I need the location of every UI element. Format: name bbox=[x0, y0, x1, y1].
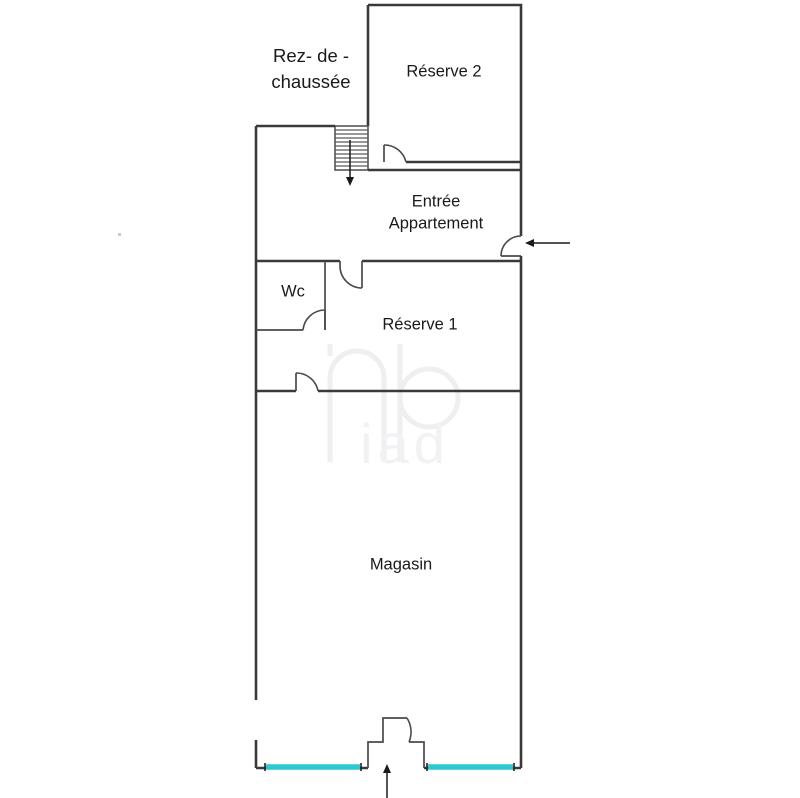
shopfront-vestibule-left-step bbox=[367, 717, 407, 768]
room-magasin: Magasin bbox=[254, 372, 523, 768]
side-entrance-arrow-head bbox=[525, 239, 534, 247]
watermark-o-glyph bbox=[397, 344, 461, 462]
front-entrance-arrow-head bbox=[383, 764, 391, 773]
room-reserve2: Réserve 2 bbox=[366, 3, 523, 164]
door-entree-side bbox=[500, 235, 522, 257]
room-wc: Wc bbox=[256, 261, 326, 331]
door-shopfront bbox=[406, 717, 412, 743]
image-speck bbox=[118, 233, 121, 236]
shopfront-window-left-caps bbox=[264, 763, 362, 771]
shopfront-window-right-caps bbox=[426, 763, 515, 771]
room-label-magasin: Magasin bbox=[370, 555, 432, 573]
room-label-reserve1: Réserve 1 bbox=[382, 315, 457, 333]
door-wc bbox=[302, 309, 326, 331]
stair-direction-arrow bbox=[346, 177, 354, 186]
watermark-n-glyph bbox=[327, 348, 387, 462]
room-label-reserve2: Réserve 2 bbox=[406, 62, 481, 80]
door-reserve2 bbox=[383, 144, 407, 163]
staircase-down bbox=[334, 125, 369, 186]
room-label-wc: Wc bbox=[281, 282, 305, 300]
room-reserve1: Réserve 1 bbox=[254, 259, 523, 391]
watermark-wordmark: iad bbox=[360, 412, 450, 475]
iad-watermark: iad bbox=[327, 344, 461, 475]
door-reserve1-top-arc bbox=[339, 265, 363, 289]
room-entree-appartement: Entrée Appartement bbox=[254, 124, 523, 261]
staircase-outline bbox=[334, 125, 369, 171]
shopfront-vestibule-right-step bbox=[409, 741, 425, 768]
page-title-line2: chaussée bbox=[271, 71, 350, 92]
side-entrance bbox=[500, 235, 570, 257]
room-label-entree: Entrée bbox=[412, 192, 461, 210]
room-label-appartement: Appartement bbox=[389, 214, 484, 232]
page-title: Rez- de - chaussée bbox=[271, 45, 350, 92]
door-magasin bbox=[295, 372, 319, 392]
page-title-line1: Rez- de - bbox=[273, 45, 349, 66]
reserve2-walls bbox=[368, 3, 523, 164]
shopfront bbox=[256, 717, 521, 798]
